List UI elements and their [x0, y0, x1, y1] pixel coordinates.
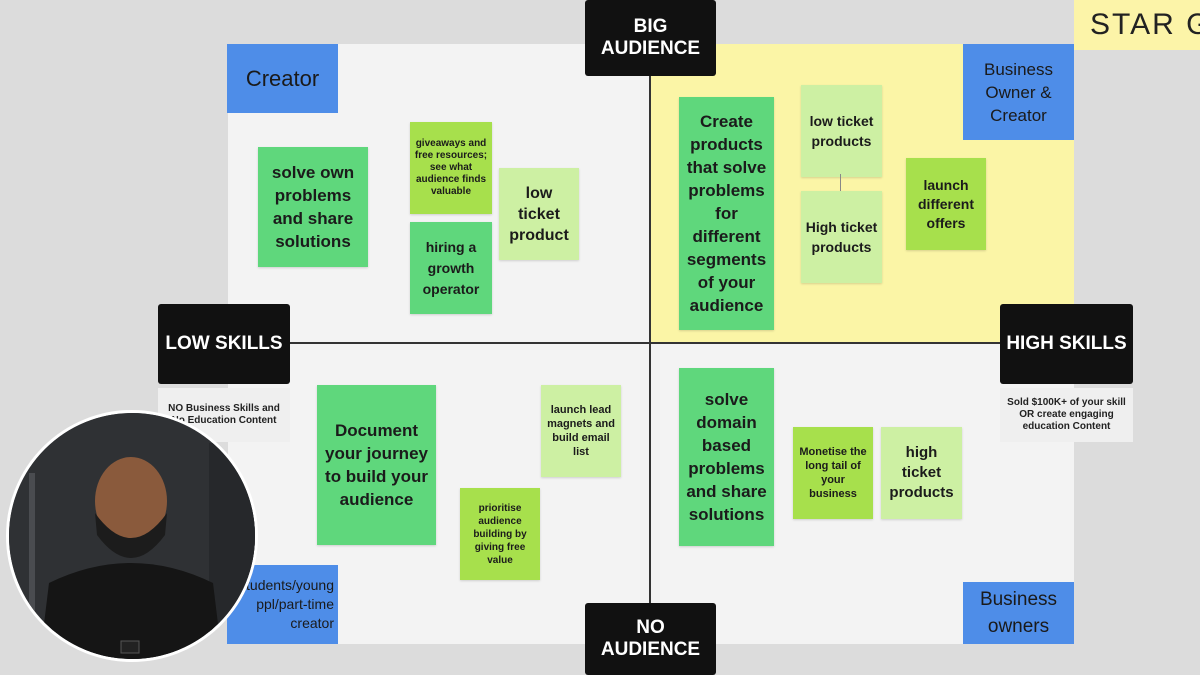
note-launch-lead-magnets: launch lead magnets and build email list	[541, 385, 621, 477]
note-hiring-growth-operator: hiring a growth operator	[410, 222, 492, 314]
presenter-illustration	[9, 413, 255, 659]
axis-label-low-skills: LOW SKILLS	[158, 304, 290, 384]
quadrant-label-business-owner-creator: Business Owner & Creator	[963, 44, 1074, 140]
connector-line	[840, 174, 841, 192]
note-low-ticket-product: low ticket product	[499, 168, 579, 260]
note-giveaways: giveaways and free resources; see what a…	[410, 122, 492, 214]
note-create-products: Create products that solve problems for …	[679, 97, 774, 330]
axis-label-no-audience: NO AUDIENCE	[585, 603, 716, 675]
vertical-axis	[649, 70, 651, 610]
note-prioritise-audience: prioritise audience building by giving f…	[460, 488, 540, 580]
high-skills-description: Sold $100K+ of your skill OR create enga…	[1000, 388, 1133, 442]
note-document-journey: Document your journey to build your audi…	[317, 385, 436, 545]
note-monetise-long-tail: Monetise the long tail of your business	[793, 427, 873, 519]
horizontal-axis	[228, 342, 1074, 344]
presenter-avatar	[6, 410, 258, 662]
quadrant-label-students: Students/young ppl/part-time creator	[227, 565, 338, 644]
axis-label-big-audience: BIG AUDIENCE	[585, 0, 716, 76]
axis-label-high-skills: HIGH SKILLS	[1000, 304, 1133, 384]
quadrant-label-business-owners: Business owners	[963, 582, 1074, 644]
quadrant-label-creator: Creator	[227, 44, 338, 113]
note-solve-own-problems: solve own problems and share solutions	[258, 147, 368, 267]
note-low-ticket-products: low ticket products	[801, 85, 882, 177]
star-card-text: STAR G	[1090, 8, 1200, 41]
note-launch-different-offers: launch different offers	[906, 158, 986, 250]
note-high-ticket-products-bottom: high ticket products	[881, 427, 962, 519]
note-solve-domain-problems: solve domain based problems and share so…	[679, 368, 774, 546]
note-high-ticket-products-top: High ticket products	[801, 191, 882, 283]
star-card: STAR G	[1074, 0, 1200, 50]
